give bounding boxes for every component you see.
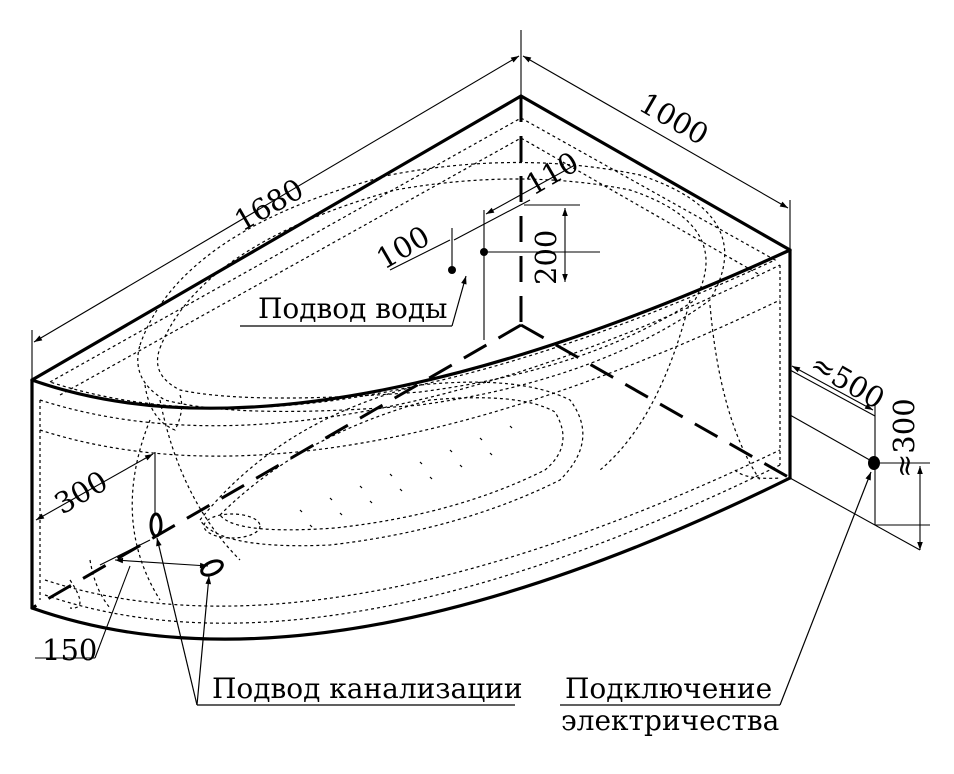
- dim-500-text: ≈500: [805, 347, 891, 416]
- dim-1000-line: [522, 55, 789, 209]
- dim-200-text: 200: [529, 230, 563, 285]
- label-water-supply: Подвод воды: [258, 292, 447, 325]
- bathtub-outline: [30, 94, 792, 641]
- leaders: [156, 275, 872, 706]
- bottom-back-left-edge: [31, 323, 522, 610]
- dim-1680-text: 1680: [229, 172, 310, 238]
- top-back-left-edge: [30, 94, 523, 382]
- dim-500-line: [791, 365, 874, 411]
- dim-300-line: [35, 453, 154, 521]
- interior-hidden-lines: [39, 117, 781, 624]
- dimension-lines: [31, 30, 930, 659]
- dim-100-line: [389, 239, 451, 271]
- drain-outlet-1: [149, 512, 163, 538]
- front-bottom-curve: [30, 476, 792, 641]
- dim-150-line: [114, 557, 209, 569]
- dim-1680-line: [33, 55, 520, 343]
- dim-110-line: [485, 164, 576, 215]
- dim-150-text: 150: [42, 633, 97, 667]
- dim-300-text: 300: [49, 464, 114, 521]
- label-drain-connection: Подвод канализации: [212, 672, 523, 705]
- bottom-back-right-edge: [520, 323, 791, 480]
- label-electric-line2: электричества: [561, 704, 779, 737]
- dim-100-text: 100: [371, 219, 436, 276]
- dim-300-right-text: ≈300: [887, 398, 921, 478]
- dim-110-text: 110: [520, 145, 585, 202]
- drain-outlet-2: [200, 559, 224, 577]
- front-top-curve: [30, 248, 792, 410]
- label-electric-line1: Подключение: [565, 672, 772, 705]
